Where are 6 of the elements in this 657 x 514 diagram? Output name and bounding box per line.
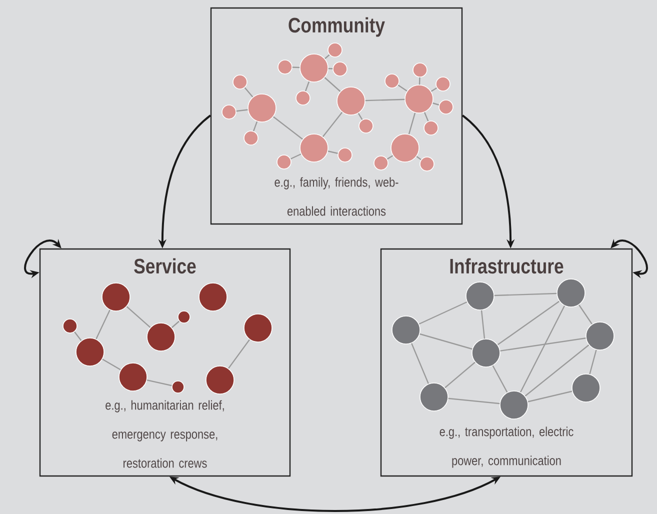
- panel-title: Infrastructure: [450, 258, 564, 274]
- panel-description: e.g., transportation, electric power, communication: [440, 426, 574, 468]
- panel-title: Community: [288, 17, 385, 37]
- panel-description: e.g., family, friends, web-enabled interactions: [274, 177, 398, 216]
- panel-title: Service: [134, 258, 196, 274]
- panel-description: e.g., humanitarian relief, emergency response, restoration crews: [106, 400, 224, 468]
